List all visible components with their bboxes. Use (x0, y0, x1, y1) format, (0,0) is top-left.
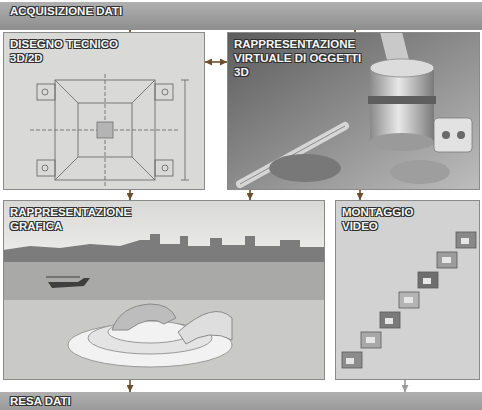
illustration-shape (185, 80, 186, 180)
illustration-shape (342, 352, 362, 368)
illustration-shape (155, 84, 173, 100)
panel-box: RAPPRESENTAZIONE GRAFICA (3, 200, 325, 380)
illustration-shape (227, 32, 480, 190)
illustration-shape (404, 297, 413, 303)
illustration-shape (3, 200, 325, 262)
illustration-shape (155, 160, 173, 176)
illustration-shape (37, 160, 55, 176)
illustration-shape (368, 96, 436, 104)
illustration-shape (181, 180, 189, 181)
flow-arrow (404, 380, 406, 392)
illustration-shape (3, 262, 325, 300)
illustration-shape (181, 80, 189, 81)
illustration-shape (97, 122, 113, 138)
graphic-render (3, 200, 325, 380)
illustration-shape (346, 238, 469, 364)
illustration-shape (442, 131, 450, 139)
flow-arrow (129, 190, 131, 200)
illustration-shape (361, 332, 381, 348)
illustration-shape (335, 200, 480, 380)
panel-heading: RAPPRESENTAZIONE GRAFICA (10, 205, 140, 233)
illustration-shape (269, 154, 341, 182)
illustration-shape (437, 252, 457, 268)
illustration-shape (37, 84, 55, 100)
virtual-object-render (227, 32, 480, 190)
illustration-shape (370, 133, 434, 151)
illustration-shape (132, 80, 155, 103)
illustration-shape (390, 160, 450, 184)
illustration-shape (385, 318, 393, 324)
illustration-shape (370, 68, 434, 142)
stage-band: ACQUISIZIONE DATI (0, 2, 482, 30)
illustration-shape (30, 74, 189, 186)
illustration-shape (132, 157, 155, 180)
panel-heading: MONTAGGIO VIDEO (342, 205, 442, 233)
flow-arrow (205, 61, 227, 63)
illustration-shape (42, 165, 48, 171)
illustration-shape (346, 358, 354, 364)
illustration-shape (48, 278, 90, 288)
illustration-shape (423, 278, 431, 284)
illustration-shape (442, 257, 451, 263)
illustration-shape (461, 238, 469, 244)
band-label: RESA DATI (10, 392, 472, 410)
flow-arrow (249, 190, 251, 200)
illustration-shape (380, 312, 400, 328)
illustration-shape (3, 300, 325, 380)
illustration-shape (342, 232, 476, 368)
band-label: ACQUISIZIONE DATI (10, 2, 472, 20)
panel-box: RAPPRESENTAZIONE VIRTUALE DI OGGETTI 3D (227, 32, 480, 190)
illustration-shape (366, 337, 375, 343)
illustration-shape (112, 304, 176, 330)
illustration-shape (178, 312, 232, 344)
panel-box: MONTAGGIO VIDEO (335, 200, 480, 380)
panel-heading: RAPPRESENTAZIONE VIRTUALE DI OGGETTI 3D (234, 37, 364, 79)
panel-box: DISEGNO TECNICO 3D/2D (3, 32, 205, 190)
illustration-shape (46, 277, 80, 278)
illustration-shape (3, 32, 205, 190)
panel-heading: DISEGNO TECNICO 3D/2D (10, 37, 135, 65)
flow-arrow (129, 380, 131, 392)
illustration-shape (240, 126, 345, 184)
illustration-shape (3, 234, 325, 262)
stage-band: RESA DATI (0, 392, 482, 410)
illustration-shape (399, 292, 419, 308)
illustration-shape (162, 165, 168, 171)
illustration-shape (418, 272, 438, 288)
illustration-shape (42, 89, 48, 95)
illustration-shape (162, 89, 168, 95)
illustration-shape (456, 232, 476, 248)
illustration-shape (55, 157, 78, 180)
illustration-shape (457, 131, 465, 139)
video-montage (335, 200, 480, 380)
illustration-shape (55, 80, 78, 103)
flow-arrow (359, 190, 361, 200)
illustration-shape (434, 118, 472, 152)
illustration-shape (370, 59, 434, 77)
illustration-shape (240, 126, 345, 184)
technical-drawing (3, 32, 205, 190)
